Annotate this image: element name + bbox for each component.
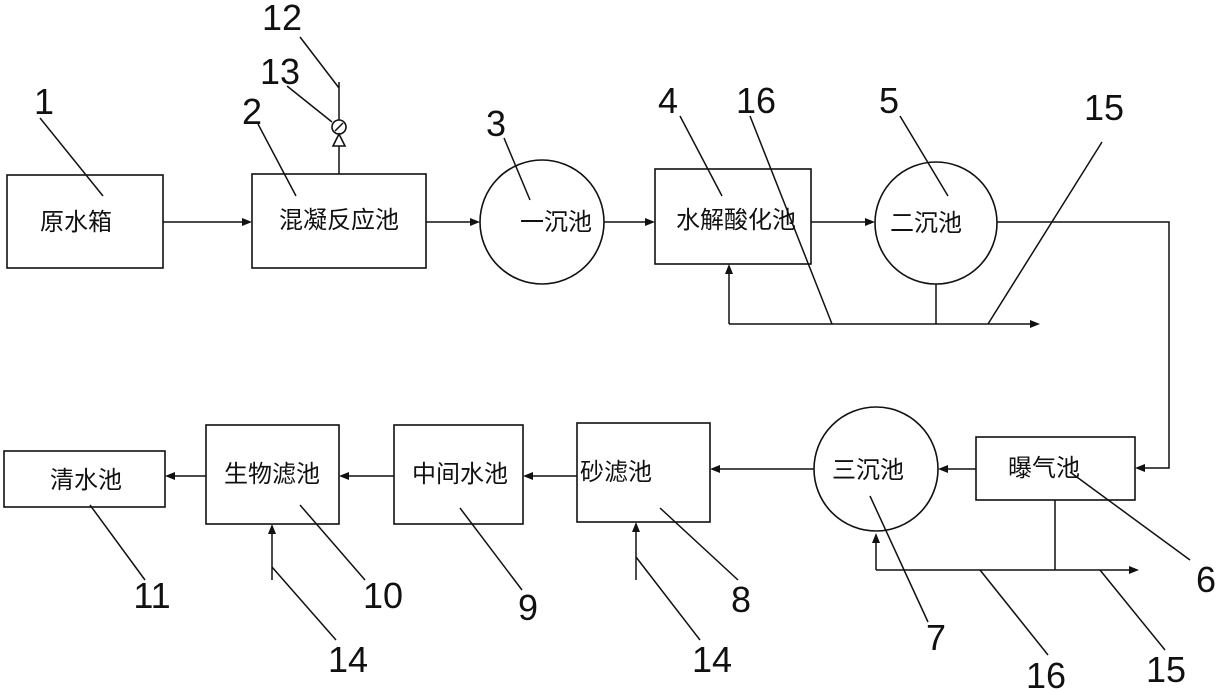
ref-num-16-top: 16 [736,80,776,121]
ref-num-15-bottom: 15 [1146,649,1186,690]
ref-num-14-left: 14 [328,639,368,680]
intermediate-tank-label: 中间水池 [412,460,508,488]
sand-filter-box [576,422,711,523]
ref-num-16-bottom: 16 [1026,655,1066,691]
raw-water-tank-box [6,174,164,269]
intermediate-tank-box [393,424,524,525]
ref-num-4: 4 [658,80,678,121]
node-clear-water-tank: 清水池 [3,450,166,508]
sludge-lines-top [725,264,1040,328]
tertiary-settler-label: 三沉池 [832,456,904,484]
node-secondary-settler: 二沉池 [874,161,998,285]
ref-num-6: 6 [1196,559,1216,600]
node-sand-filter: 砂滤池 [576,422,711,523]
reference-numbers: 1 2 12 13 3 4 16 5 15 6 7 16 15 8 9 10 1… [34,0,1216,691]
sludge-lines-bottom [872,500,1139,574]
hydrolysis-tank-label: 水解酸化池 [676,206,796,234]
aeration-tank-box [975,436,1136,501]
secondary-settler-label: 二沉池 [890,209,962,237]
air-inlets [268,522,640,580]
node-biofilter: 生物滤池 [205,424,340,525]
node-raw-water-tank: 原水箱 [6,174,164,269]
sand-filter-label: 砂滤池 [580,458,652,486]
ref-num-9: 9 [518,587,538,628]
aeration-tank-label: 曝气池 [1008,454,1080,482]
coagulation-tank-box [251,173,427,269]
ref-num-8: 8 [731,579,751,620]
coagulation-tank-label: 混凝反应池 [279,206,399,234]
ref-num-14-right: 14 [692,639,732,680]
hydrolysis-tank-box [654,168,812,265]
node-tertiary-settler: 三沉池 [813,406,939,532]
ref-num-7: 7 [926,617,946,658]
node-coagulation-tank: 混凝反应池 [251,173,427,269]
valve-icon [331,132,347,147]
primary-settler-label: 一沉池 [520,208,592,236]
ref-num-3: 3 [486,103,506,144]
dosing-line [331,82,347,174]
ref-num-12: 12 [262,0,302,38]
ref-num-2: 2 [242,91,262,132]
node-aeration-tank: 曝气池 [975,436,1136,501]
clear-water-tank-box [3,450,166,508]
biofilter-label: 生物滤池 [224,460,320,488]
ref-num-5: 5 [879,80,899,121]
ref-num-13: 13 [260,51,300,92]
raw-water-tank-label: 原水箱 [40,208,112,236]
leader-lines [39,36,1191,656]
node-hydrolysis-tank: 水解酸化池 [654,168,812,265]
node-primary-settler: 一沉池 [479,159,605,285]
ref-num-10: 10 [363,575,403,616]
clear-water-tank-label: 清水池 [50,466,122,494]
ref-num-11: 11 [133,575,170,616]
flow-arrows [163,218,1170,480]
ref-num-15-top: 15 [1084,87,1124,128]
biofilter-box [205,424,340,525]
node-intermediate-tank: 中间水池 [393,424,524,525]
ref-num-1: 1 [34,81,54,122]
